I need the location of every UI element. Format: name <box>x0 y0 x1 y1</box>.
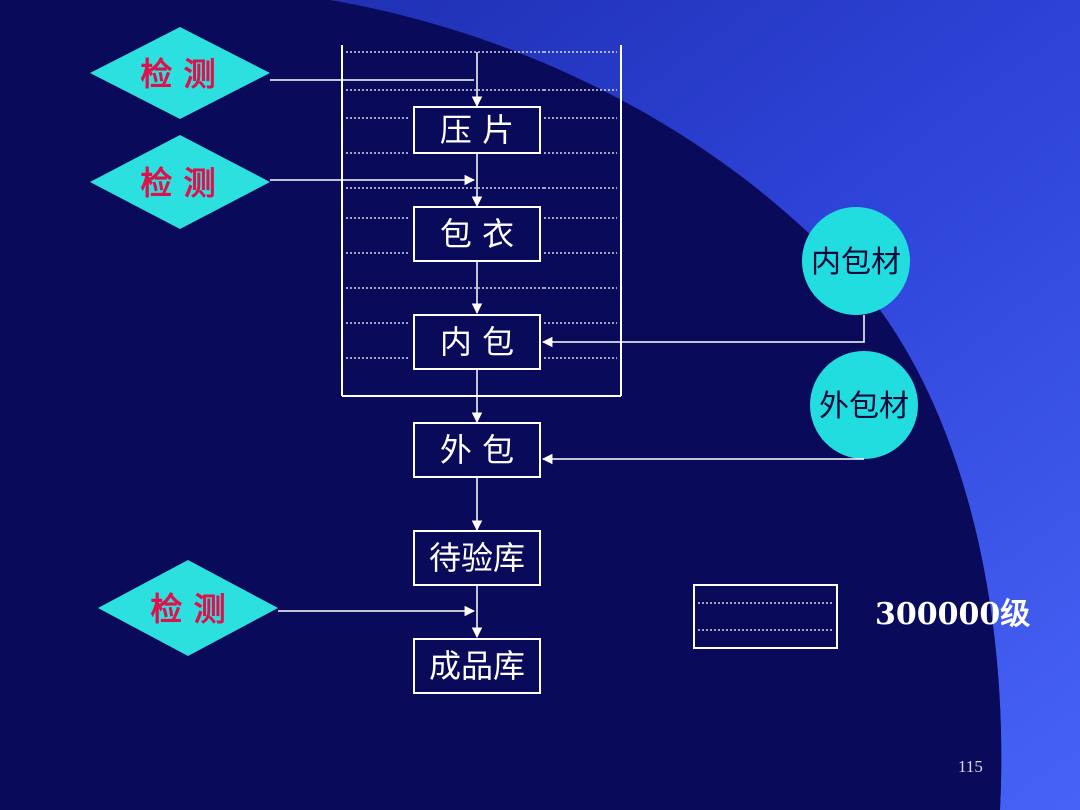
step-box-outer-packaging: 外 包 <box>413 422 541 478</box>
material-label: 外包材 <box>819 389 909 424</box>
check-label: 检 测 <box>150 590 225 628</box>
check-connectors <box>270 79 476 617</box>
step-box-finished-store: 成品库 <box>413 638 541 694</box>
step-box-tableting: 压 片 <box>413 106 541 154</box>
step-label: 待验库 <box>429 539 525 577</box>
check-diamond-1: 检 测 <box>90 27 270 119</box>
check-diamond-2: 检 测 <box>90 135 270 229</box>
check-diamond-3: 检 测 <box>98 560 278 656</box>
legend-swatch <box>693 584 838 649</box>
material-circle-outer: 外包材 <box>810 351 918 459</box>
step-label: 内 包 <box>440 323 514 361</box>
material-connectors <box>541 315 865 465</box>
check-label: 检 测 <box>140 55 215 93</box>
step-box-coating: 包 衣 <box>413 206 541 262</box>
legend: 300000级 <box>693 584 1030 649</box>
step-box-inner-packaging: 内 包 <box>413 314 541 370</box>
material-label: 内包材 <box>811 245 901 280</box>
step-label: 包 衣 <box>440 215 514 253</box>
step-label: 压 片 <box>440 111 514 149</box>
clean-area-frame <box>341 45 622 397</box>
step-label: 成品库 <box>429 647 525 685</box>
step-label: 外 包 <box>440 431 514 469</box>
page-number: 115 <box>958 757 983 776</box>
legend-label: 300000级 <box>875 597 1030 632</box>
check-label: 检 测 <box>140 164 215 202</box>
material-circle-inner: 内包材 <box>802 207 910 315</box>
step-box-quarantine-store: 待验库 <box>413 530 541 586</box>
